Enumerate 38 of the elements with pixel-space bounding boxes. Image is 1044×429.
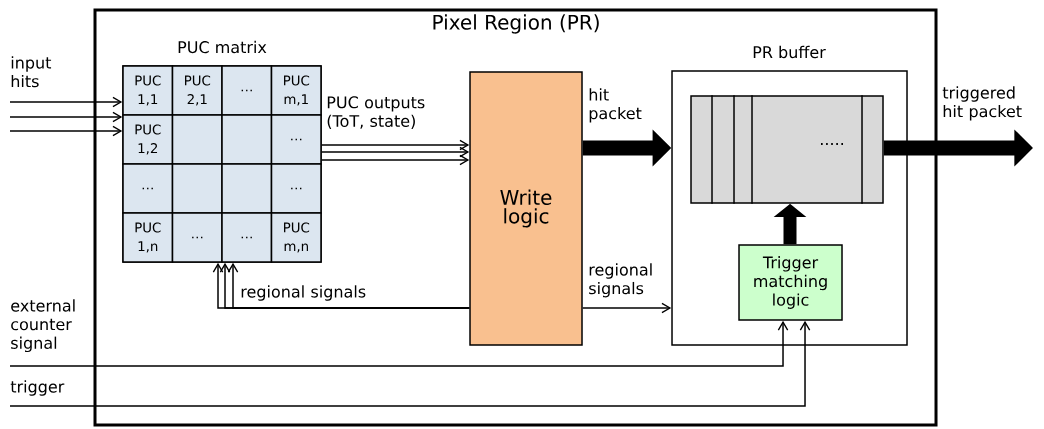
register-block: ..... [690, 94, 884, 205]
arrow [9, 320, 811, 407]
matrix-cell: PUC 1,n [122, 212, 174, 263]
matrix-cell: … [221, 212, 273, 263]
arrow [321, 146, 470, 158]
matrix-cell: … [122, 163, 174, 214]
arrow [9, 125, 123, 137]
edge-label: regional signals [241, 285, 366, 301]
edge-label: external counter signal [11, 299, 75, 353]
edge-label: triggered hit packet [942, 86, 1022, 121]
matrix-cell: … [221, 65, 273, 116]
logic-block: Write logic [469, 71, 583, 346]
matrix-cell: PUC m,n [270, 212, 322, 263]
matrix-cell: PUC m,1 [270, 65, 322, 116]
edge-label: input hits [11, 56, 52, 88]
matrix-cell: … [171, 212, 223, 263]
arrow [582, 302, 672, 314]
matrix-cell [221, 114, 273, 165]
edge-label: hit packet [589, 88, 642, 123]
edge-label: trigger [10, 380, 65, 396]
matrix-cell: PUC 1,2 [122, 114, 174, 165]
matrix-cell [221, 163, 273, 214]
matrix-cell [171, 163, 223, 214]
matrix-cell: … [270, 114, 322, 165]
node-label: PUC matrix [178, 40, 267, 54]
matrix-cell [171, 114, 223, 165]
arrow [9, 320, 789, 367]
edge-label: regional signals [589, 263, 652, 298]
matrix-cell: … [270, 163, 322, 214]
node-label: PR buffer [753, 45, 826, 59]
arrow [321, 154, 470, 166]
edge-label: PUC outputs (ToT, state) [327, 96, 425, 129]
arrow [9, 96, 123, 108]
logic-block: Trigger matching logic [738, 244, 843, 321]
matrix-cell: PUC 2,1 [171, 65, 223, 116]
arrow [321, 139, 470, 151]
matrix-cell: PUC 1,1 [122, 65, 174, 116]
arrow [9, 111, 123, 123]
